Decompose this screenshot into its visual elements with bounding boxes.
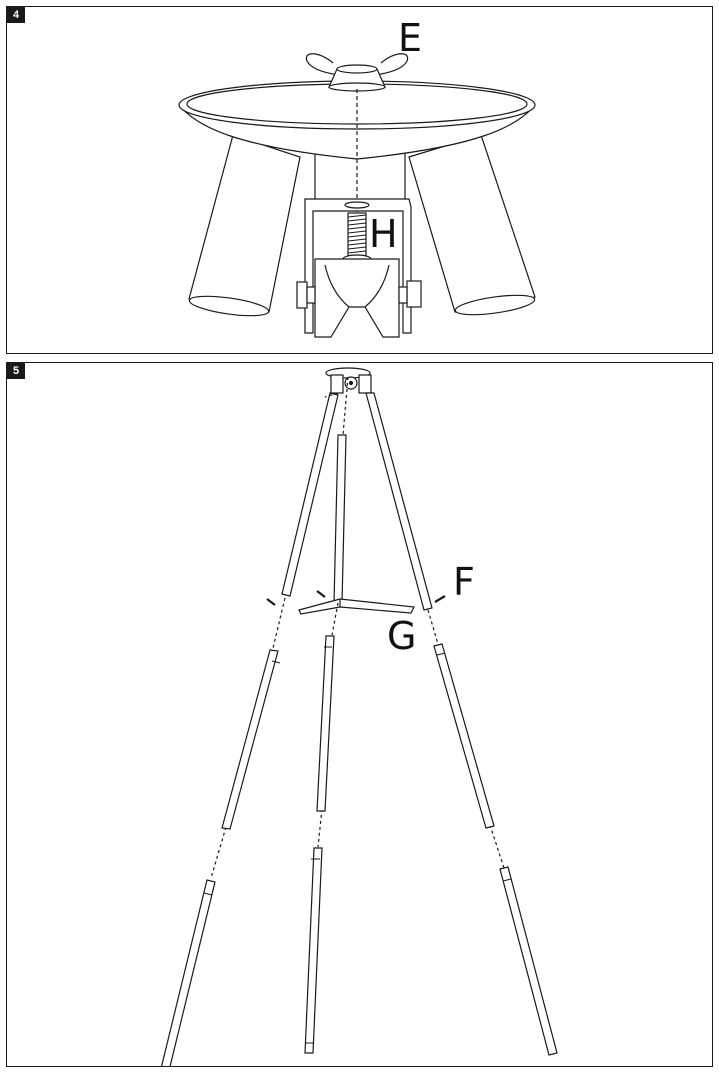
middle-leg-left — [221, 649, 279, 830]
label-g: G — [387, 614, 417, 658]
v-roller-block — [314, 258, 400, 338]
guide-lines-top — [324, 376, 349, 436]
label-e: E — [398, 16, 423, 60]
step-number-badge: 5 — [7, 363, 25, 379]
mounting-bracket — [304, 198, 412, 334]
right-leg-tube — [408, 134, 536, 316]
lower-leg-right — [499, 866, 558, 1056]
step-5-illustration — [161, 367, 558, 1066]
step-number-badge: 4 — [7, 7, 25, 23]
lower-leg-center — [304, 847, 323, 1054]
step-4-illustration — [178, 53, 536, 338]
upper-leg-center — [333, 434, 347, 604]
alignment-ticks — [266, 590, 446, 606]
upper-leg-left — [281, 392, 339, 597]
guide-lines — [210, 597, 505, 879]
label-h: H — [369, 212, 398, 256]
side-bolts — [296, 280, 422, 309]
leg-spreader — [298, 598, 415, 615]
lower-leg-left — [161, 879, 216, 1066]
left-leg-tube — [188, 134, 301, 317]
middle-leg-right — [433, 643, 495, 829]
threaded-bolt — [342, 212, 372, 264]
upper-leg-right — [365, 392, 433, 611]
tube-collars — [203, 646, 512, 1044]
step-4-panel: 4 — [6, 6, 713, 354]
middle-leg-center — [316, 635, 335, 812]
step-5-panel: 5 — [6, 362, 713, 1067]
tripod-head-plate — [325, 367, 372, 394]
label-f: F — [453, 560, 475, 604]
